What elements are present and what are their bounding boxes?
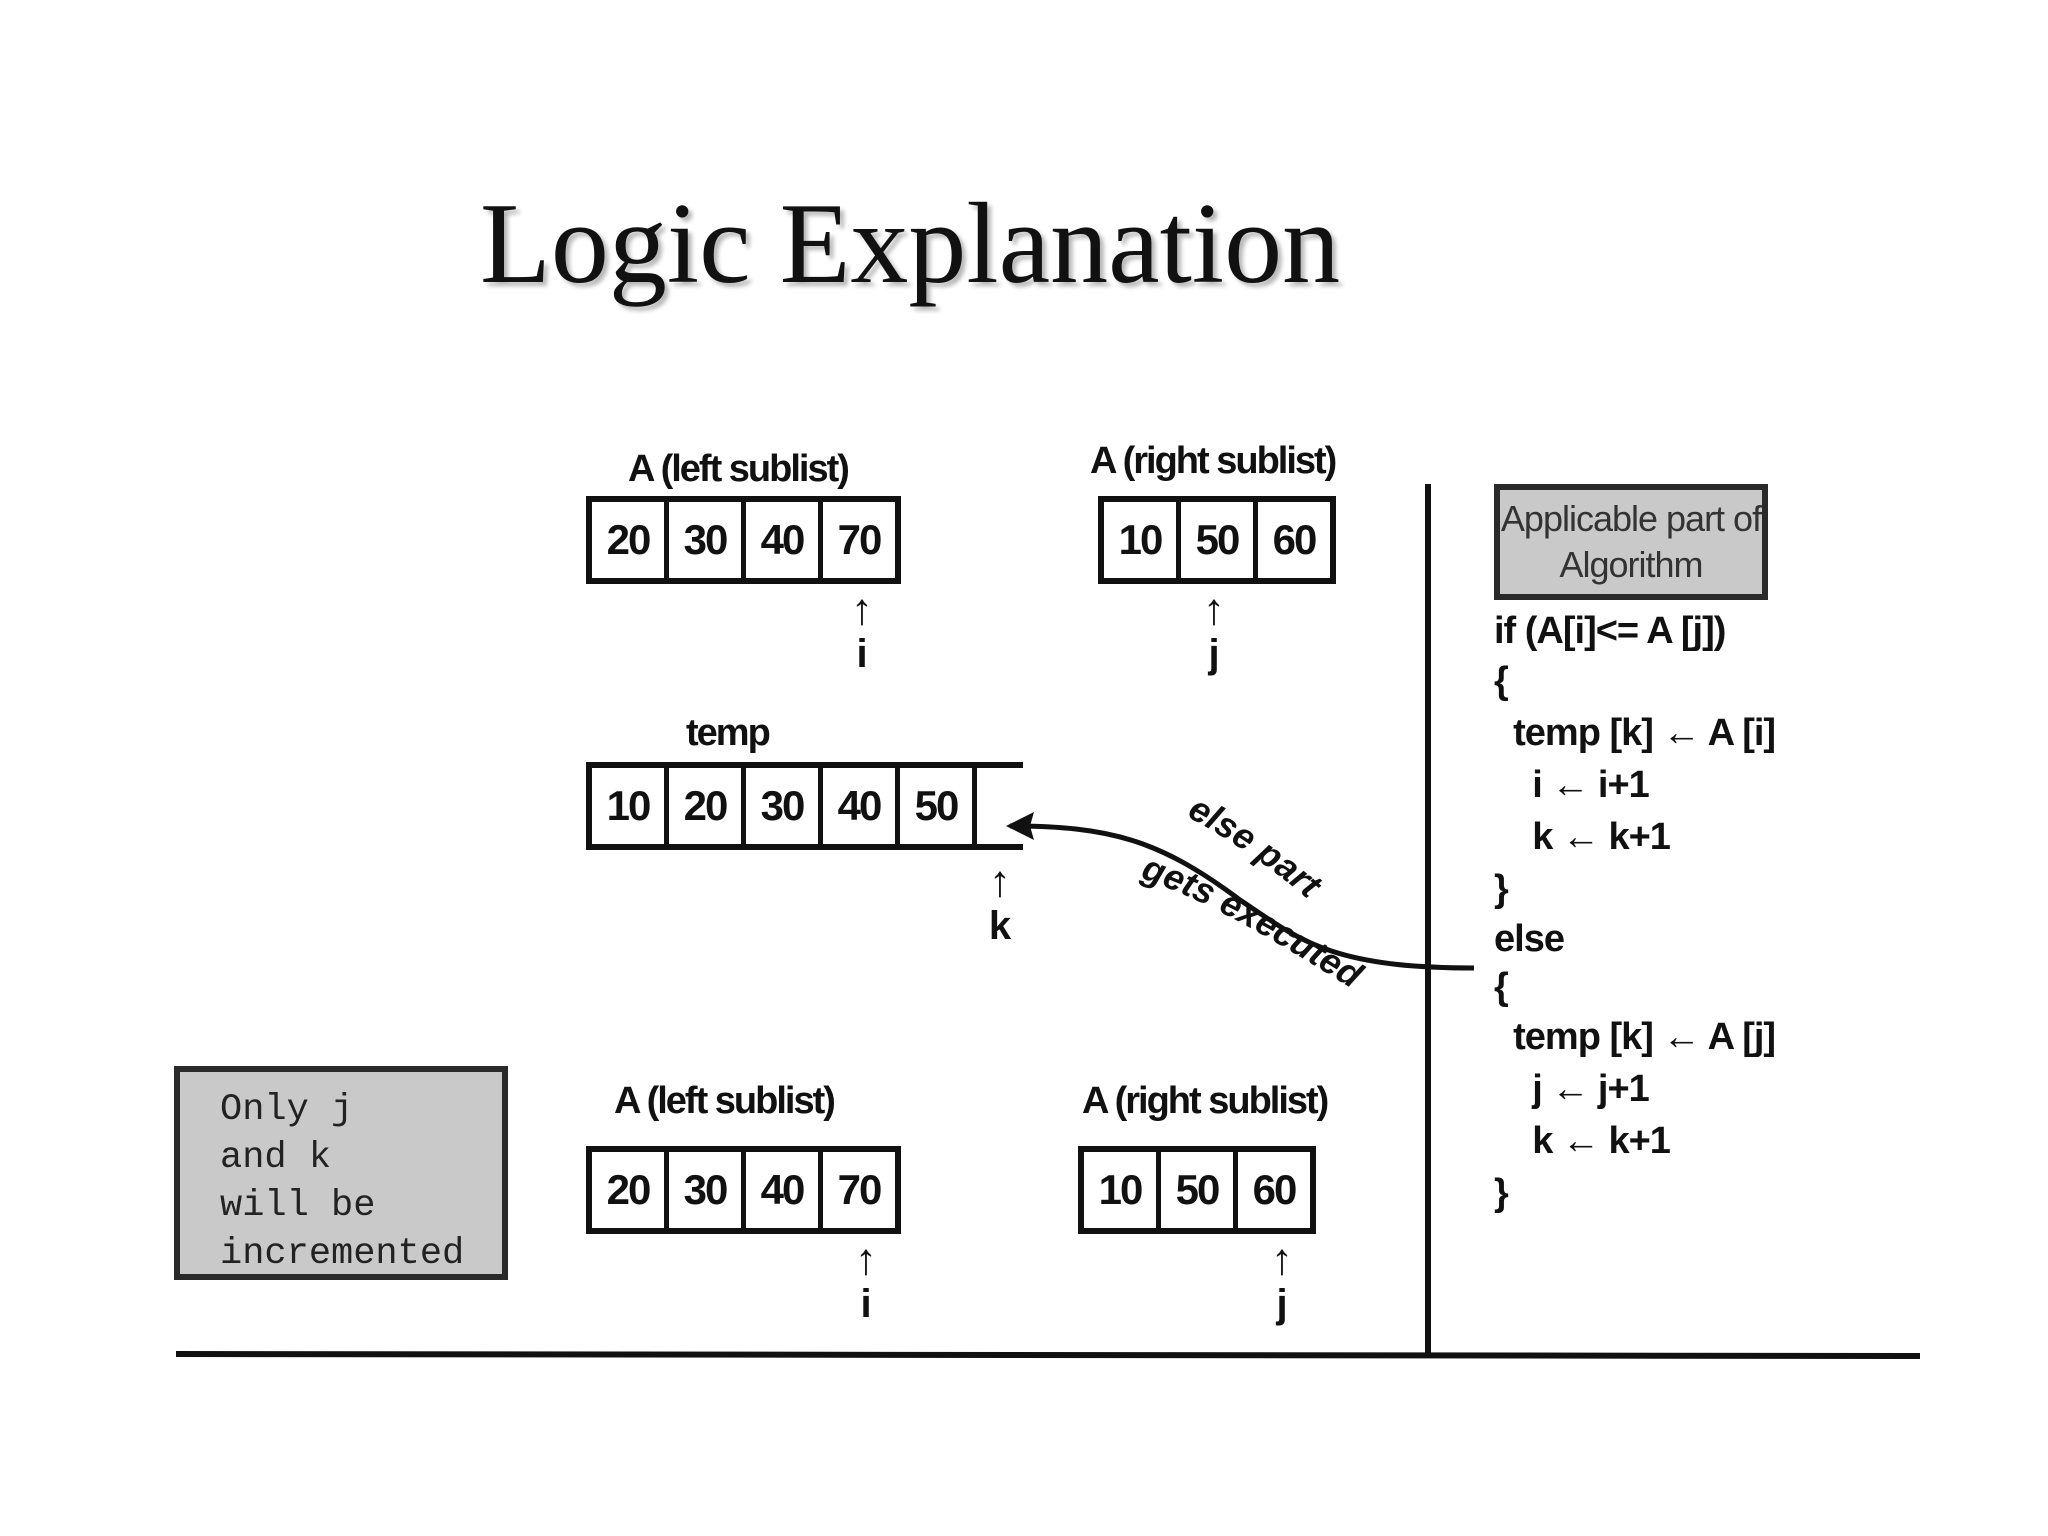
note-line: incremented [220, 1233, 465, 1275]
array-cell: 30 [746, 768, 823, 844]
else-arrow-curve [1009, 823, 1475, 971]
algorithm-line: { [1494, 660, 1509, 702]
algorithm-line: temp [k] ← A [j] [1494, 1016, 1776, 1058]
array-cell: 20 [592, 502, 669, 578]
bottom-left-sublist-label: A (left sublist) [614, 1080, 836, 1122]
algorithm-line: } [1494, 1172, 1509, 1214]
baseline-divider [175, 1351, 1921, 1359]
bottom-i-pointer: ↑ i [846, 1235, 886, 1327]
temp-label: temp [686, 712, 771, 754]
algorithm-line: } [1494, 868, 1509, 910]
increment-note-box: Only j and k will be incremented [174, 1066, 508, 1280]
algorithm-line: k ← k+1 [1494, 816, 1671, 858]
up-arrow-icon: ↑ [855, 1235, 877, 1284]
array-cell: 30 [669, 502, 746, 578]
pointer-label-k: k [988, 904, 1012, 948]
array-cell: 20 [592, 1152, 669, 1228]
bottom-j-pointer: ↑ j [1262, 1235, 1302, 1327]
pointer-label-i: i [856, 632, 868, 676]
array-cell: 30 [669, 1152, 746, 1228]
up-arrow-icon: ↑ [1203, 585, 1225, 634]
array-cell: 40 [746, 502, 823, 578]
pointer-label-j: j [1208, 632, 1220, 676]
top-left-sublist-label: A (left sublist) [628, 448, 850, 490]
bottom-right-sublist-label: A (right sublist) [1082, 1080, 1329, 1122]
algorithm-line: else [1494, 918, 1565, 960]
note-line: Only j [220, 1089, 354, 1131]
algorithm-header-line2: Algorithm [1559, 544, 1703, 585]
else-arrow-head-icon [1006, 812, 1034, 840]
array-cell: 20 [669, 768, 746, 844]
up-arrow-icon: ↑ [1271, 1235, 1293, 1284]
top-i-pointer: ↑ i [842, 585, 882, 677]
algorithm-line: { [1494, 966, 1509, 1008]
algorithm-line: i ← i+1 [1494, 764, 1650, 806]
top-right-sublist: 10 50 60 [1098, 496, 1336, 584]
algorithm-line: temp [k] ← A [i] [1494, 712, 1776, 754]
array-cell: 70 [837, 516, 883, 563]
gets-executed-text: gets executed [1136, 846, 1370, 996]
array-cell: 10 [1104, 502, 1181, 578]
pointer-label-j: j [1276, 1282, 1288, 1326]
array-cell: 60 [1252, 1166, 1298, 1213]
array-cell: 70 [837, 1166, 883, 1213]
array-cell: 60 [1272, 516, 1318, 563]
svg-text:gets executed: gets executed [1136, 846, 1370, 996]
array-cell: 10 [592, 768, 669, 844]
pointer-label-i: i [860, 1282, 872, 1326]
top-left-sublist: 20 30 40 70 [586, 496, 901, 584]
note-line: will be [220, 1185, 376, 1227]
array-cell: 50 [900, 768, 977, 844]
algorithm-line: if (A[i]<= A [j]) [1494, 610, 1726, 652]
array-cell: 50 [1181, 502, 1258, 578]
top-right-sublist-label: A (right sublist) [1090, 440, 1337, 482]
array-cell: 40 [823, 768, 900, 844]
note-line: and k [220, 1137, 332, 1179]
up-arrow-icon: ↑ [989, 857, 1011, 906]
algorithm-header-line1: Applicable part of [1500, 498, 1762, 539]
bottom-right-sublist: 10 50 60 [1078, 1146, 1316, 1234]
temp-array: 10 20 30 40 50 [586, 762, 1023, 850]
page-title: Logic Explanation [480, 180, 1341, 308]
bottom-left-sublist: 20 30 40 70 [586, 1146, 901, 1234]
top-j-pointer: ↑ j [1194, 585, 1234, 677]
up-arrow-icon: ↑ [851, 585, 873, 634]
algorithm-header-box: Applicable part of Algorithm [1494, 484, 1768, 600]
array-cell: 50 [1161, 1152, 1238, 1228]
algorithm-line: k ← k+1 [1494, 1120, 1671, 1162]
array-cell: 10 [1084, 1152, 1161, 1228]
algorithm-line: j ← j+1 [1494, 1068, 1650, 1110]
array-cell: 40 [746, 1152, 823, 1228]
k-pointer: ↑ k [980, 857, 1020, 949]
